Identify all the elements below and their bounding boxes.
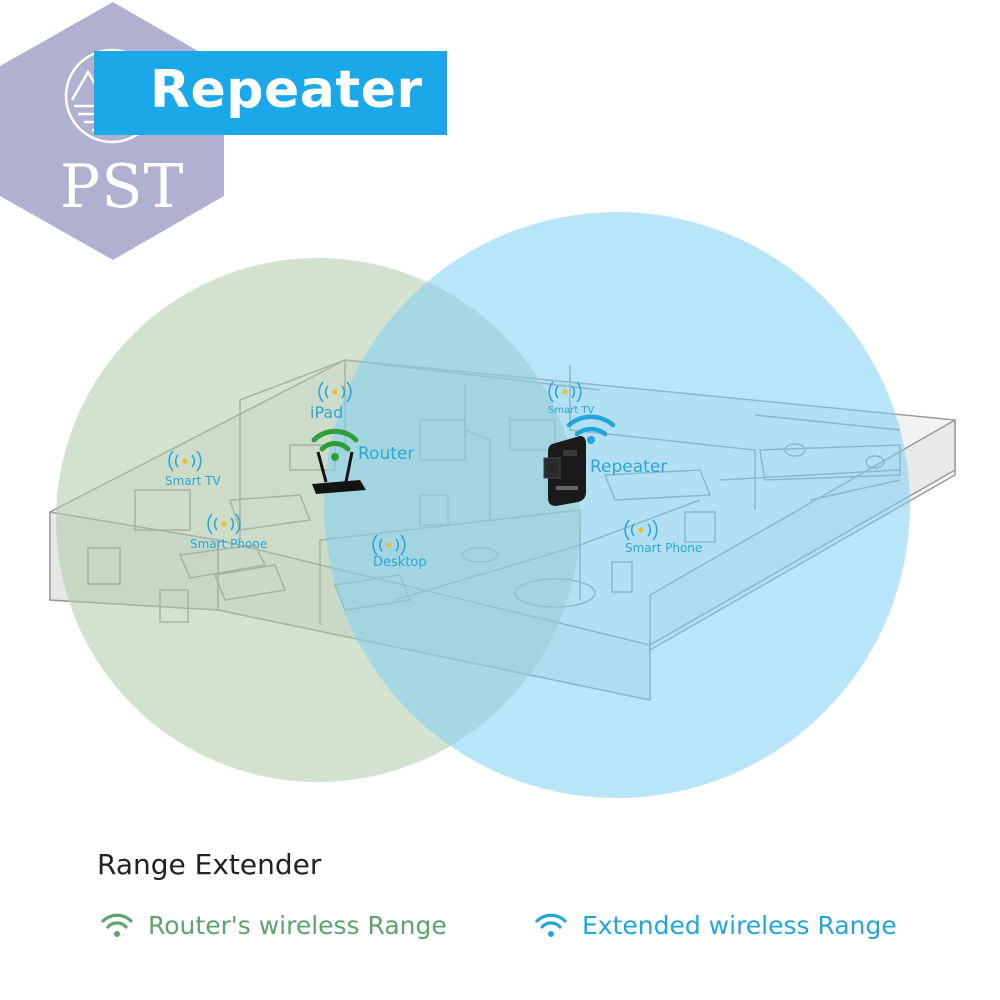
label-smart-tv-left: Smart TV xyxy=(165,474,221,488)
label-ipad: iPad xyxy=(310,403,344,422)
label-repeater: Repeater xyxy=(590,457,668,477)
blue-wifi-icon xyxy=(535,913,567,937)
green-wifi-icon xyxy=(101,913,133,937)
label-smart-phone-right: Smart Phone xyxy=(625,541,703,555)
device-wifi-icons xyxy=(168,381,658,556)
router-wifi-icon xyxy=(311,428,359,461)
label-smart-tv-right: Smart TV xyxy=(548,405,595,416)
legend-router-range-label: Router's wireless Range xyxy=(148,910,447,940)
repeater-wifi-icon xyxy=(566,414,616,444)
router-device xyxy=(311,428,366,494)
legend-extended-range-label: Extended wireless Range xyxy=(582,910,897,940)
legend-title: Range Extender xyxy=(97,848,322,881)
label-router: Router xyxy=(358,444,415,464)
label-smart-phone-left: Smart Phone xyxy=(190,537,268,551)
legend-router-range: Router's wireless Range xyxy=(100,910,447,940)
label-desktop: Desktop xyxy=(373,555,427,570)
legend-extended-range: Extended wireless Range xyxy=(534,910,897,940)
repeater-device xyxy=(543,414,616,506)
logo-text: PST xyxy=(60,152,185,222)
banner-title: Repeater xyxy=(150,60,423,120)
title-banner xyxy=(94,51,447,135)
repeater-coverage-circle xyxy=(324,212,910,798)
